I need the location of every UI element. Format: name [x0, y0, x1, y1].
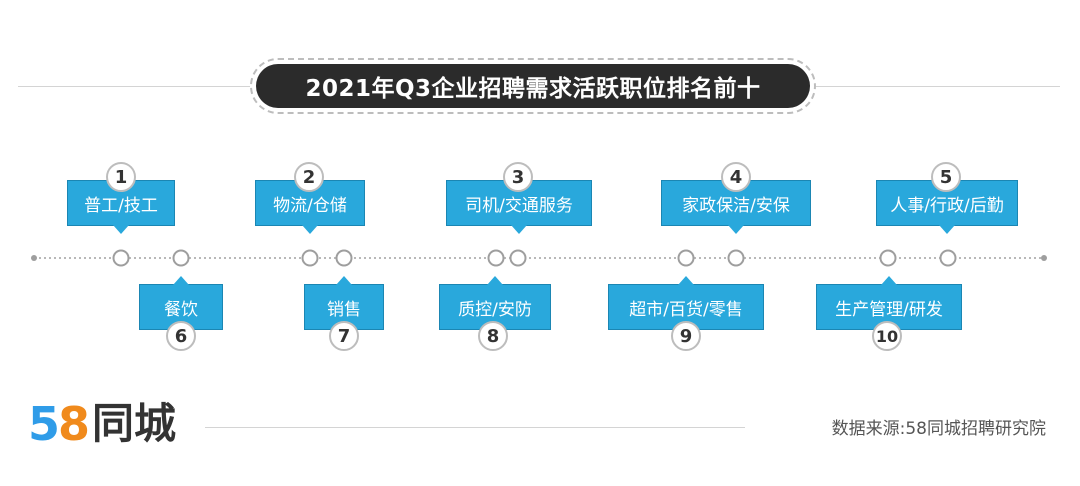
data-source: 数据来源:58同城招聘研究院 — [831, 419, 1046, 439]
timeline-node-1 — [112, 249, 130, 267]
rank-circle-10: 10 — [872, 321, 902, 351]
rank-circle-4: 4 — [721, 162, 751, 192]
title-rule-right — [816, 86, 1060, 87]
timeline-node-2 — [301, 249, 319, 267]
rank-circle-5: 5 — [931, 162, 961, 192]
timeline-node-9 — [677, 249, 695, 267]
job-card-6: 餐饮 — [139, 276, 223, 330]
timeline-node-8 — [509, 249, 527, 267]
timeline-start-dot — [31, 255, 37, 261]
timeline-node-6 — [172, 249, 190, 267]
timeline-node-7 — [335, 249, 353, 267]
footer-rule — [205, 427, 745, 428]
job-card-8: 质控/安防 — [439, 276, 551, 330]
timeline-node-4 — [727, 249, 745, 267]
rank-circle-2: 2 — [294, 162, 324, 192]
timeline-node-3 — [487, 249, 505, 267]
title-pill: 2021年Q3企业招聘需求活跃职位排名前十 — [250, 58, 816, 114]
logo-number: 58 — [28, 397, 90, 451]
rank-circle-6: 6 — [166, 321, 196, 351]
job-card-2: 物流/仓储 — [255, 180, 365, 234]
rank-circle-3: 3 — [503, 162, 533, 192]
logo-name: 同城 — [92, 399, 177, 448]
timeline-node-10 — [879, 249, 897, 267]
job-card-1: 普工/技工 — [67, 180, 175, 234]
timeline-node-5 — [939, 249, 957, 267]
timeline-end-dot — [1041, 255, 1047, 261]
page-title: 2021年Q3企业招聘需求活跃职位排名前十 — [256, 64, 810, 108]
rank-circle-1: 1 — [106, 162, 136, 192]
brand-logo: 58 同城 — [28, 396, 176, 452]
rank-circle-7: 7 — [329, 321, 359, 351]
rank-circle-9: 9 — [671, 321, 701, 351]
title-rule-left — [18, 86, 250, 87]
rank-circle-8: 8 — [478, 321, 508, 351]
